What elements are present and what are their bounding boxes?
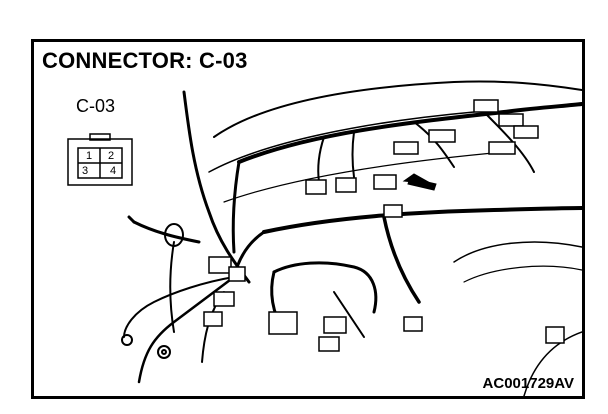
connector-face-icon	[67, 133, 133, 186]
diagram-frame: CONNECTOR: C-03 C-03 1 2 3 4 AC001729AV	[31, 39, 585, 399]
pin-label: 4	[110, 165, 117, 177]
figure-code: AC001729AV	[482, 375, 574, 392]
pin-label: 2	[108, 150, 115, 162]
wiring-harness-illustration	[67, 80, 582, 396]
pin-label: 3	[82, 165, 89, 177]
connector-label: C-03	[76, 96, 116, 116]
pin-label: 1	[86, 150, 93, 162]
diagram-title: CONNECTOR: C-03	[42, 48, 248, 73]
